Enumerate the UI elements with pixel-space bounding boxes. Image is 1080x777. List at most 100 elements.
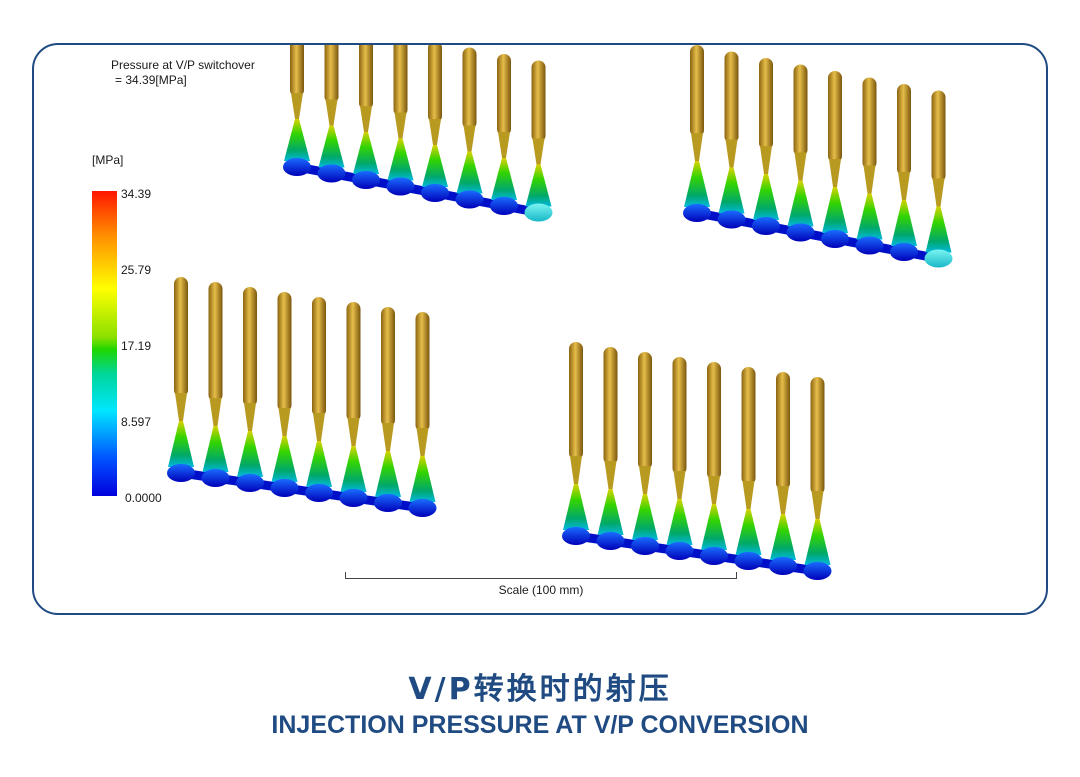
part-cone	[925, 206, 952, 253]
sprue-rod	[208, 282, 223, 402]
gate-neck	[570, 456, 582, 484]
sprue-rod	[690, 45, 704, 137]
part-cone	[456, 151, 483, 194]
part-cone	[491, 158, 517, 200]
molded-part	[734, 367, 763, 570]
part-cone	[202, 426, 229, 472]
part-cone	[891, 200, 917, 246]
part-base	[821, 230, 849, 248]
sprue-rod	[277, 292, 292, 412]
molded-part	[890, 84, 918, 261]
scale-bar: Scale (100 mm)	[345, 572, 737, 602]
sprue-rod	[776, 372, 790, 490]
part-base	[752, 217, 780, 235]
part-cone	[822, 187, 848, 233]
sprue-rod	[243, 287, 257, 407]
part-base	[924, 249, 953, 268]
part-cone	[632, 494, 658, 540]
gate-neck	[811, 491, 824, 519]
bottom-left-cluster	[167, 277, 437, 517]
part-cone	[856, 193, 883, 240]
gate-neck	[291, 93, 303, 119]
part-base	[890, 243, 918, 261]
sprue-rod	[931, 90, 946, 183]
molded-part	[700, 362, 728, 565]
sprue-rod	[603, 347, 618, 465]
molded-part	[283, 45, 311, 176]
mold-flow-viewport	[167, 45, 953, 580]
part-base	[700, 547, 728, 565]
part-base	[386, 177, 415, 196]
gate-neck	[347, 418, 360, 446]
part-cone	[353, 132, 379, 174]
gate-neck	[794, 152, 807, 181]
molded-part	[352, 45, 380, 189]
gate-neck	[360, 106, 372, 132]
molded-part	[386, 45, 415, 196]
molded-part	[270, 292, 299, 497]
gate-neck	[932, 178, 945, 207]
part-cone	[375, 451, 401, 497]
molded-part	[455, 47, 484, 209]
gate-neck	[829, 159, 841, 187]
part-cone	[804, 519, 831, 565]
result-title: Pressure at V/P switchover	[111, 58, 255, 72]
part-base	[855, 236, 884, 255]
molded-part	[752, 58, 780, 235]
part-base	[236, 474, 264, 492]
part-cone	[306, 441, 332, 487]
sprue-rod	[174, 277, 188, 397]
part-cone	[422, 145, 448, 187]
part-cone	[718, 167, 745, 214]
part-base	[270, 479, 299, 497]
legend-tick-high: 25.79	[121, 263, 152, 277]
molded-part	[421, 45, 449, 202]
molded-part	[855, 77, 884, 255]
molded-part	[596, 347, 625, 550]
sprue-rod	[741, 367, 756, 485]
sprue-rod	[724, 51, 739, 144]
part-base	[562, 527, 590, 545]
part-cone	[237, 431, 263, 477]
sprue-rod	[428, 45, 442, 123]
molded-part	[769, 372, 797, 575]
gate-neck	[416, 428, 429, 456]
part-cone	[753, 174, 779, 220]
sprue-rod	[393, 45, 408, 117]
part-cone	[684, 161, 710, 207]
molded-part	[562, 342, 590, 545]
sprue-rod	[828, 71, 842, 163]
part-cone	[387, 138, 414, 181]
gate-neck	[673, 471, 686, 499]
color-legend: [MPa] 34.39 25.79 17.19 8.597 0.0000	[92, 153, 202, 505]
molded-part	[803, 377, 832, 580]
sprue-rod	[497, 54, 511, 136]
part-base	[339, 489, 368, 507]
gate-neck	[691, 133, 703, 161]
part-cone	[597, 489, 624, 535]
part-base	[455, 190, 484, 209]
sprue-rod	[759, 58, 773, 150]
result-header: Pressure at V/P switchover = 34.39[MPa]	[111, 58, 255, 88]
molded-part	[924, 90, 953, 268]
part-base	[167, 464, 195, 482]
molded-part	[305, 297, 333, 502]
molded-part	[683, 45, 711, 222]
molded-part	[339, 302, 368, 507]
gate-neck	[325, 99, 338, 126]
part-cone	[340, 446, 367, 492]
part-cone	[525, 164, 552, 207]
part-cone	[563, 484, 589, 530]
result-frame: Pressure at V/P switchover = 34.39[MPa] …	[32, 43, 1048, 615]
part-base	[665, 542, 694, 560]
part-base	[734, 552, 763, 570]
part-base	[408, 499, 437, 517]
gate-neck	[209, 398, 222, 426]
molded-part	[167, 277, 195, 482]
gate-neck	[429, 119, 441, 145]
legend-tick-max: 34.39	[121, 187, 152, 201]
sprue-rod	[707, 362, 721, 480]
gate-neck	[175, 393, 187, 421]
gate-neck	[777, 486, 789, 514]
part-cone	[787, 180, 814, 227]
